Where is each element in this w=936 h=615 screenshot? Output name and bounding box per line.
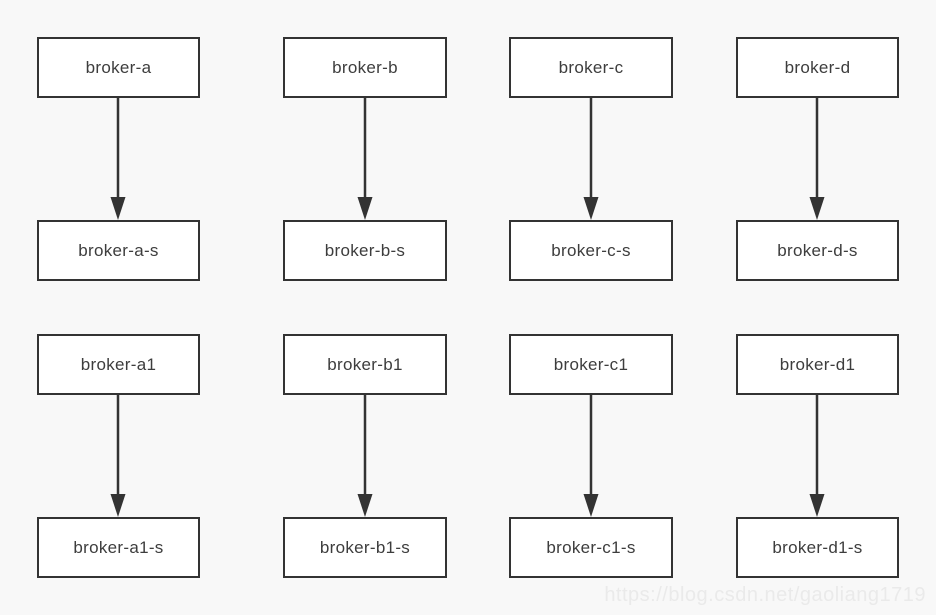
arrow-broker-b-to-broker-b-s xyxy=(357,97,373,220)
node-broker-c1-s: broker-c1-s xyxy=(509,517,673,578)
arrow-broker-a1-to-broker-a1-s xyxy=(110,394,126,517)
node-broker-a-s: broker-a-s xyxy=(37,220,200,281)
node-broker-a1: broker-a1 xyxy=(37,334,200,395)
node-broker-b1-s: broker-b1-s xyxy=(283,517,447,578)
arrow-broker-c1-to-broker-c1-s xyxy=(583,394,599,517)
node-broker-a1-s: broker-a1-s xyxy=(37,517,200,578)
node-broker-d: broker-d xyxy=(736,37,899,98)
arrow-broker-d1-to-broker-d1-s xyxy=(809,394,825,517)
arrow-broker-c-to-broker-c-s xyxy=(583,97,599,220)
arrow-broker-a-to-broker-a-s xyxy=(110,97,126,220)
arrow-broker-d-to-broker-d-s xyxy=(809,97,825,220)
node-broker-b1: broker-b1 xyxy=(283,334,447,395)
node-broker-c1: broker-c1 xyxy=(509,334,673,395)
watermark: https://blog.csdn.net/gaoliang1719 xyxy=(604,584,926,606)
node-broker-c-s: broker-c-s xyxy=(509,220,673,281)
node-broker-b: broker-b xyxy=(283,37,447,98)
node-broker-c: broker-c xyxy=(509,37,673,98)
node-broker-b-s: broker-b-s xyxy=(283,220,447,281)
node-broker-d1: broker-d1 xyxy=(736,334,899,395)
arrow-broker-b1-to-broker-b1-s xyxy=(357,394,373,517)
node-broker-a: broker-a xyxy=(37,37,200,98)
node-broker-d-s: broker-d-s xyxy=(736,220,899,281)
node-broker-d1-s: broker-d1-s xyxy=(736,517,899,578)
